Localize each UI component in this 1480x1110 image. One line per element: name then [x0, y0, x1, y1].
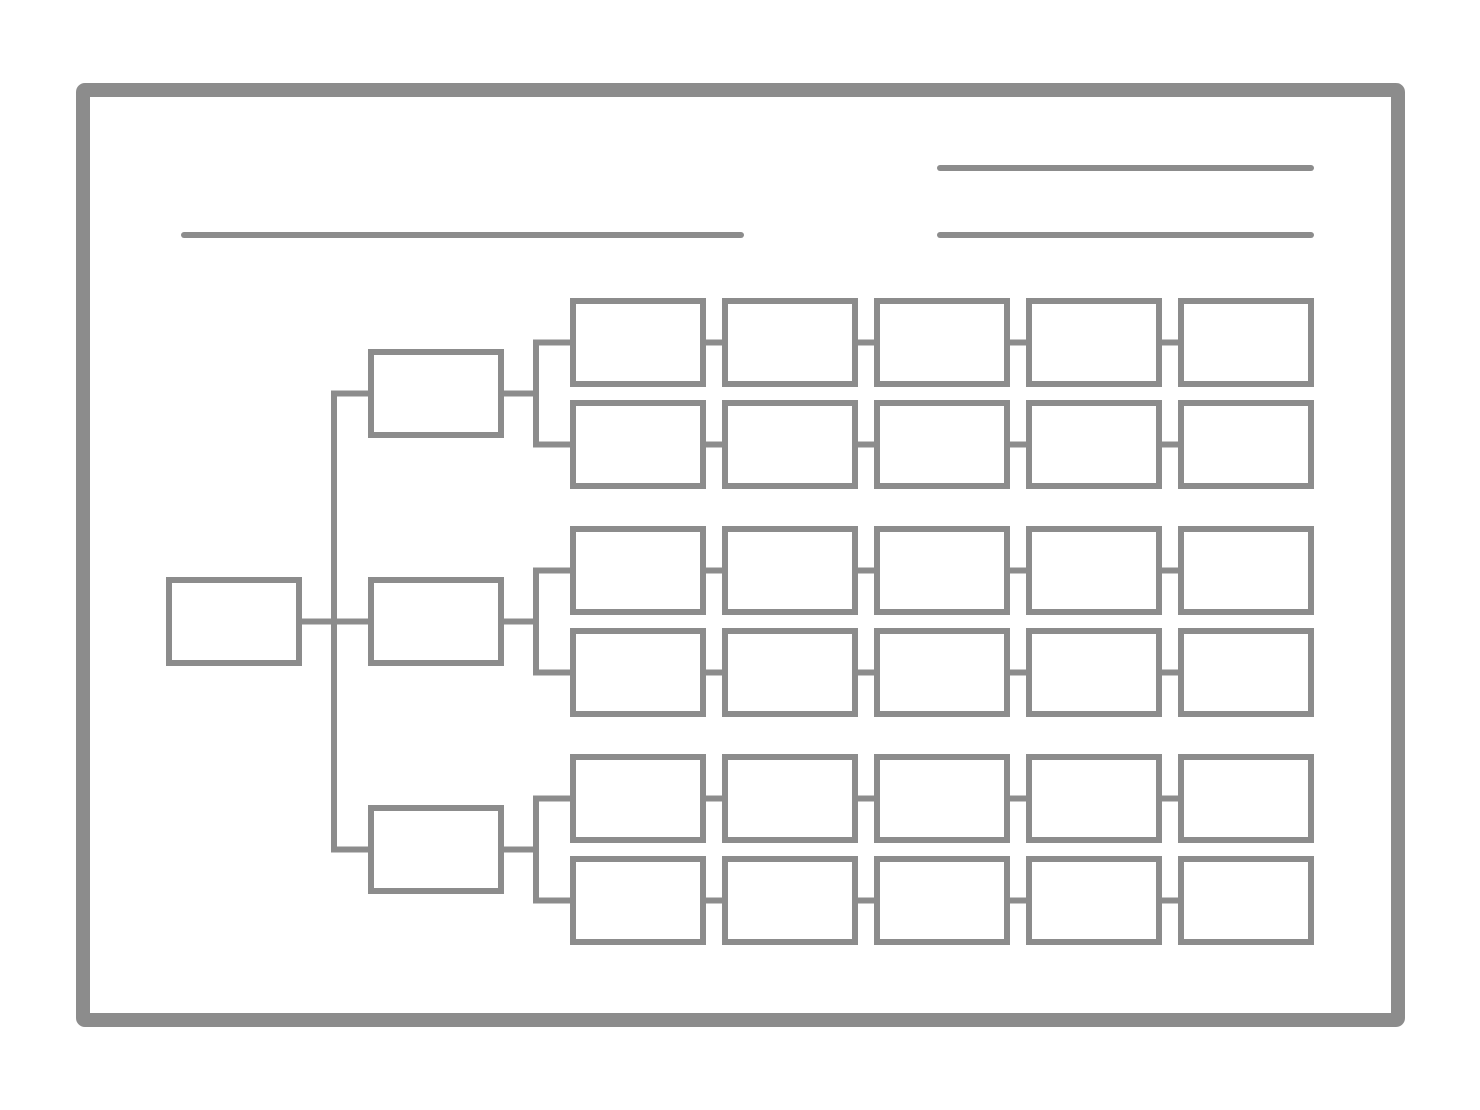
leaf-box-1-1-4 — [1026, 298, 1162, 387]
leaf-box-3-2-3 — [874, 856, 1010, 945]
leaf-box-2-1-5 — [1178, 526, 1314, 615]
leaf-box-3-2-4 — [1026, 856, 1162, 945]
leaf-box-2-2-5 — [1178, 628, 1314, 717]
leaf-box-3-1-3 — [874, 754, 1010, 843]
leaf-box-2-2-1 — [570, 628, 706, 717]
leaf-box-3-2-1 — [570, 856, 706, 945]
branch-node-box-3 — [368, 805, 504, 894]
leaf-box-2-2-3 — [874, 628, 1010, 717]
leaf-box-1-2-5 — [1178, 400, 1314, 489]
leaf-box-2-2-4 — [1026, 628, 1162, 717]
leaf-box-3-1-4 — [1026, 754, 1162, 843]
leaf-box-2-1-3 — [874, 526, 1010, 615]
leaf-box-3-1-2 — [722, 754, 858, 843]
diagram-boxes — [166, 298, 1314, 945]
leaf-box-3-2-5 — [1178, 856, 1314, 945]
outer-frame — [76, 83, 1405, 1027]
connector-lines — [296, 339, 1184, 904]
leaf-box-3-2-2 — [722, 856, 858, 945]
leaf-box-2-2-2 — [722, 628, 858, 717]
leaf-box-1-1-2 — [722, 298, 858, 387]
leaf-box-3-1-1 — [570, 754, 706, 843]
leaf-box-1-2-3 — [874, 400, 1010, 489]
leaf-box-3-1-5 — [1178, 754, 1314, 843]
branch-node-box-2 — [368, 577, 504, 666]
branch-node-box-1 — [368, 349, 504, 438]
leaf-box-1-2-4 — [1026, 400, 1162, 489]
leaf-box-2-1-2 — [722, 526, 858, 615]
leaf-box-2-1-4 — [1026, 526, 1162, 615]
leaf-box-2-1-1 — [570, 526, 706, 615]
root-node-box — [166, 577, 302, 666]
leaf-box-1-2-2 — [722, 400, 858, 489]
leaf-box-1-2-1 — [570, 400, 706, 489]
leaf-box-1-1-1 — [570, 298, 706, 387]
leaf-box-1-1-3 — [874, 298, 1010, 387]
leaf-box-1-1-5 — [1178, 298, 1314, 387]
